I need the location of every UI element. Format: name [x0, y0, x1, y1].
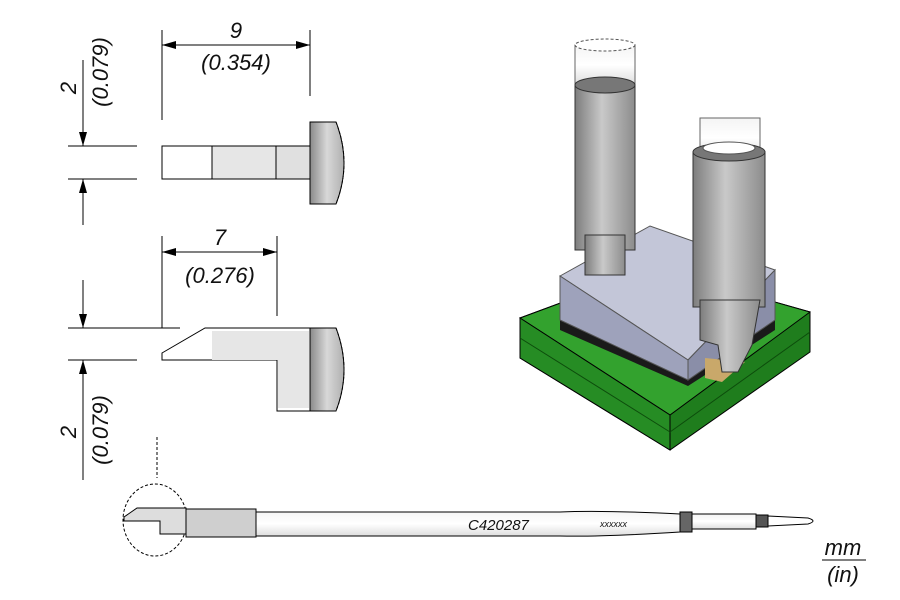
tip-side-view: C420287 xxxxxx [122, 483, 814, 557]
top-thickness-mm: 2 [56, 82, 81, 95]
top-thickness-in: (0.079) [88, 37, 113, 107]
side-length-in: (0.276) [185, 263, 255, 288]
lot-code: xxxxxx [599, 519, 628, 529]
unit-mm: mm [825, 535, 862, 560]
side-thickness-in: (0.079) [88, 395, 113, 465]
top-view: 2 (0.079) 9 (0.354) [56, 18, 345, 225]
application-illustration [518, 38, 812, 451]
side-view: 2 (0.079) 7 (0.276) [56, 225, 345, 480]
top-length-mm: 9 [230, 18, 242, 43]
side-thickness-mm: 2 [56, 426, 81, 439]
unit-in: (in) [827, 562, 859, 587]
top-length-in: (0.354) [201, 50, 271, 75]
side-length-mm: 7 [214, 225, 227, 250]
units-legend: mm (in) [822, 535, 866, 587]
part-number: C420287 [468, 517, 530, 534]
